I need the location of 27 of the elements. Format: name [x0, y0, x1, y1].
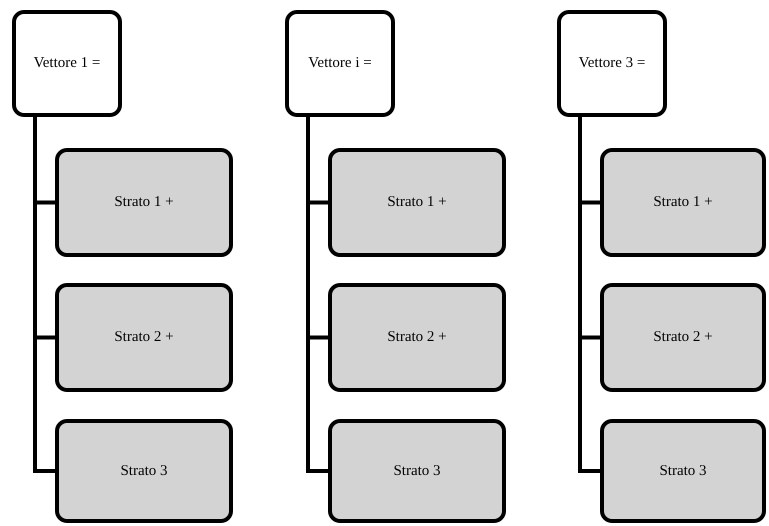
- connector-line: [33, 117, 55, 473]
- box-label: Vettore 1 =: [34, 54, 100, 74]
- box-label: Strato 2 +: [114, 328, 174, 348]
- box-label: Strato 3: [659, 462, 707, 481]
- connector-line: [578, 117, 600, 473]
- layer-box: [55, 283, 233, 392]
- box-label: Strato 3: [120, 462, 168, 481]
- layer-box: [600, 148, 766, 257]
- box-label: Strato 1 +: [387, 193, 447, 212]
- box-label: Strato 2 +: [653, 328, 713, 348]
- box-label: Strato 2 +: [387, 328, 447, 348]
- box-label: Vettore 3 =: [578, 54, 646, 74]
- box-label: Strato 3: [393, 462, 441, 481]
- vector-box: [12, 10, 122, 117]
- connector-line: [306, 117, 328, 473]
- box-label: Vettore i =: [308, 54, 372, 74]
- layer-box: [328, 419, 506, 523]
- vector-box: [285, 10, 395, 117]
- layer-box: [328, 148, 506, 257]
- layer-box: [328, 283, 506, 392]
- layer-box: [600, 419, 766, 523]
- layer-box: [600, 283, 766, 392]
- layer-box: [55, 419, 233, 523]
- box-label: Strato 1 +: [114, 193, 174, 212]
- box-label: Strato 1 +: [653, 193, 713, 212]
- vector-box: [557, 10, 667, 117]
- layer-box: [55, 148, 233, 257]
